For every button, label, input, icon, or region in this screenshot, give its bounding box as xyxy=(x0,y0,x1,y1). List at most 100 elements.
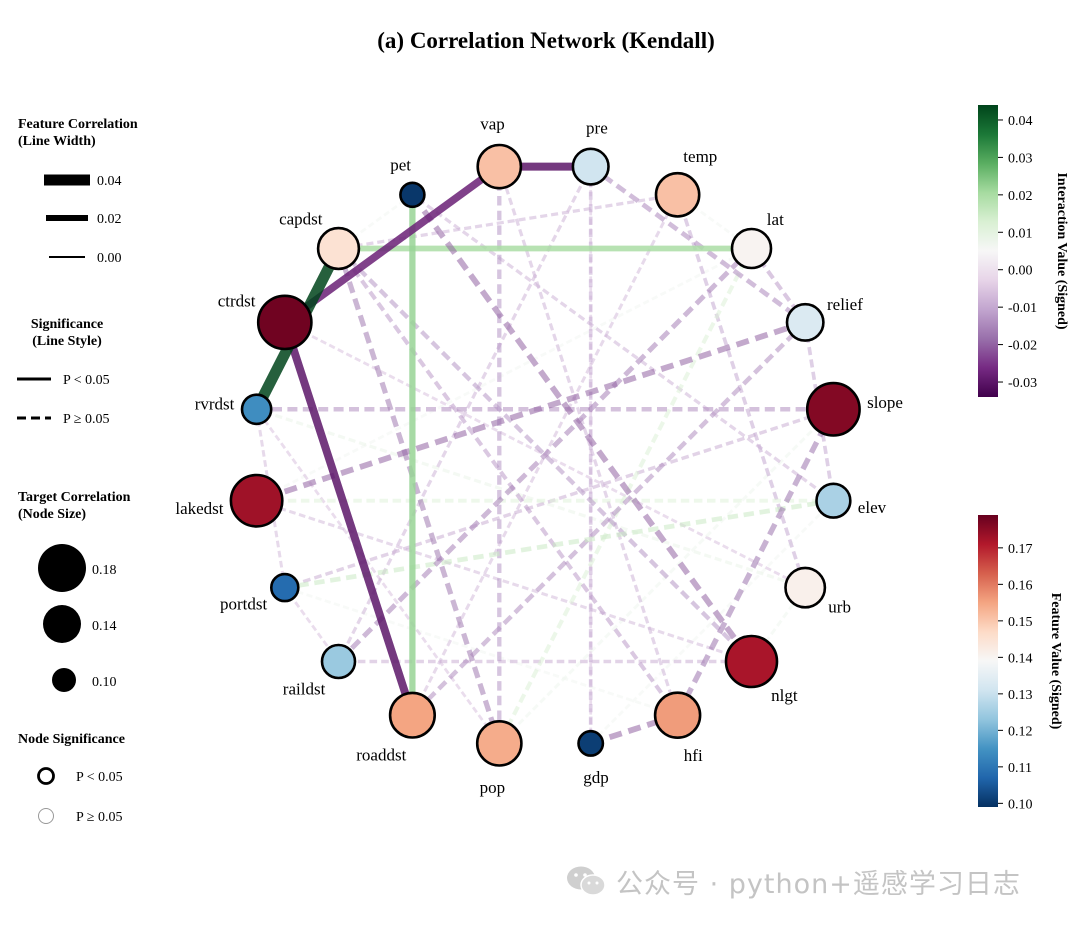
node-label-pre: pre xyxy=(586,118,608,137)
node-lakedst xyxy=(229,473,284,528)
node-label-vap: vap xyxy=(480,115,505,134)
edge-pre-raildst xyxy=(337,165,593,663)
edge-slope-portdst xyxy=(284,407,834,590)
node-vap xyxy=(476,143,523,190)
node-label-roaddst: roaddst xyxy=(356,746,406,765)
legend-line-width-title: Feature Correlation xyxy=(18,117,138,132)
edge-ctrdst-roaddst xyxy=(281,321,417,717)
node-roaddst xyxy=(388,691,437,739)
colorbar-interaction-bar xyxy=(978,105,998,397)
legend-node-significance: Node Significance P < 0.05 P ≥ 0.05 xyxy=(18,732,125,825)
colorbar-interaction-tick-label-0: 0.04 xyxy=(1008,114,1033,129)
node-relief xyxy=(785,302,825,342)
node-rvrdst xyxy=(240,393,273,426)
legend-node-size-label-1: 0.14 xyxy=(92,619,117,634)
legend-node-nonsig-swatch xyxy=(38,808,54,824)
legend-node-size-large xyxy=(38,544,86,592)
node-raildst xyxy=(320,643,357,680)
watermark-text: 公众号 · python+遥感学习日志 xyxy=(616,869,1021,900)
colorbar-interaction-tick-label-3: 0.01 xyxy=(1008,226,1033,241)
node-label-raildst: raildst xyxy=(283,680,326,699)
colorbar-feature-tick-label-7: 0.10 xyxy=(1008,797,1033,812)
colorbar-feature-tick-label-5: 0.12 xyxy=(1008,724,1033,739)
edge-temp-capdst xyxy=(338,193,678,251)
edge-vap-ctrdst xyxy=(282,163,502,326)
node-label-temp: temp xyxy=(683,147,717,166)
node-urb xyxy=(784,566,827,609)
colorbar-feature-tick-label-3: 0.14 xyxy=(1008,651,1033,666)
node-label-pop: pop xyxy=(480,778,506,797)
node-label-slope: slope xyxy=(867,393,903,412)
colorbar-feature: 0.170.160.150.140.130.120.110.10 Feature… xyxy=(978,515,1063,812)
colorbar-feature-label: Feature Value (Signed) xyxy=(1048,593,1063,730)
node-elev xyxy=(815,482,852,519)
legend-node-sig-label: P < 0.05 xyxy=(76,770,123,785)
edge-pre-relief xyxy=(589,164,807,325)
legend-node-size-subtitle: (Node Size) xyxy=(18,507,86,522)
legend-dashed-line-label: P ≥ 0.05 xyxy=(63,412,109,427)
edge-lat-pop xyxy=(497,247,754,745)
edge-gdp-hfi xyxy=(589,712,679,747)
edge-relief-roaddst xyxy=(410,320,807,717)
node-slope xyxy=(805,381,861,437)
node-pet xyxy=(399,181,426,209)
legend-node-size: Target Correlation (Node Size) 0.18 0.14… xyxy=(18,490,131,692)
node-pop xyxy=(475,720,523,767)
edge-lat-raildst xyxy=(336,246,754,664)
edge-nlgt-lakedst xyxy=(256,499,752,663)
node-label-lat: lat xyxy=(767,210,784,229)
legend-node-size-title: Target Correlation xyxy=(18,490,131,505)
node-label-ctrdst: ctrdst xyxy=(218,291,256,310)
node-label-elev: elev xyxy=(858,498,887,517)
legend-node-size-label-2: 0.10 xyxy=(92,675,117,690)
edge-lat-lakedst xyxy=(255,247,753,502)
colorbar-interaction-tick-label-7: -0.03 xyxy=(1008,376,1037,391)
edge-elev-gdp xyxy=(589,499,835,745)
legend-node-sig-swatch xyxy=(37,767,55,785)
edge-temp-urb xyxy=(675,194,807,589)
node-hfi xyxy=(653,691,702,740)
colorbar-feature-tick-label-0: 0.17 xyxy=(1008,542,1033,557)
edge-urb-rvrdst xyxy=(256,407,806,590)
node-label-rvrdst: rvrdst xyxy=(195,395,235,414)
edge-capdst-pop xyxy=(336,247,502,745)
colorbar-interaction-tick-label-6: -0.02 xyxy=(1008,339,1037,354)
edge-relief-lakedst xyxy=(255,319,807,504)
edge-pop-rvrdst xyxy=(255,408,501,745)
wechat-logo-icon xyxy=(567,866,606,896)
colorbar-interaction-tick-label-2: 0.02 xyxy=(1008,189,1033,204)
node-label-lakedst: lakedst xyxy=(175,499,223,518)
legend-line-style: Significance (Line Style) P < 0.05 P ≥ 0… xyxy=(17,317,110,427)
legend-line-width-label-1: 0.02 xyxy=(97,212,122,227)
edge-pet-capdst xyxy=(337,193,414,250)
legend-line-style-title: Significance xyxy=(31,317,103,332)
legend-line-width-label-0: 0.04 xyxy=(97,174,122,189)
legend-node-nonsig-label: P ≥ 0.05 xyxy=(76,810,122,825)
legend-line-style-subtitle: (Line Style) xyxy=(32,334,102,349)
node-capdst xyxy=(316,226,361,271)
edge-pet-nlgt xyxy=(410,193,754,664)
edge-capdst-nlgt xyxy=(336,246,754,664)
node-label-gdp: gdp xyxy=(583,768,609,787)
colorbar-feature-tick-label-6: 0.11 xyxy=(1008,761,1032,776)
colorbar-feature-tick-label-2: 0.15 xyxy=(1008,615,1033,630)
node-label-portdst: portdst xyxy=(220,595,268,614)
legend-node-size-small xyxy=(52,668,76,692)
node-pre xyxy=(571,147,610,186)
legend-node-significance-title: Node Significance xyxy=(18,732,125,747)
colorbar-feature-tick-label-1: 0.16 xyxy=(1008,578,1033,593)
node-label-urb: urb xyxy=(828,598,851,617)
node-gdp xyxy=(577,729,605,757)
colorbar-interaction: 0.040.030.020.010.00-0.01-0.02-0.03 Inte… xyxy=(978,105,1069,397)
colorbar-interaction-tick-label-1: 0.03 xyxy=(1008,151,1033,166)
node-ctrdst xyxy=(256,294,313,351)
colorbar-interaction-tick-label-4: 0.00 xyxy=(1008,264,1033,279)
nodes-layer xyxy=(229,143,861,767)
edges-layer xyxy=(251,162,836,747)
node-label-pet: pet xyxy=(390,156,411,175)
chart-title: (a) Correlation Network (Kendall) xyxy=(377,28,715,53)
node-labels-layer: pretemplatreliefslopeelevurbnlgthfigdppo… xyxy=(175,115,903,797)
node-label-nlgt: nlgt xyxy=(771,686,798,705)
legend-solid-line-label: P < 0.05 xyxy=(63,373,110,388)
